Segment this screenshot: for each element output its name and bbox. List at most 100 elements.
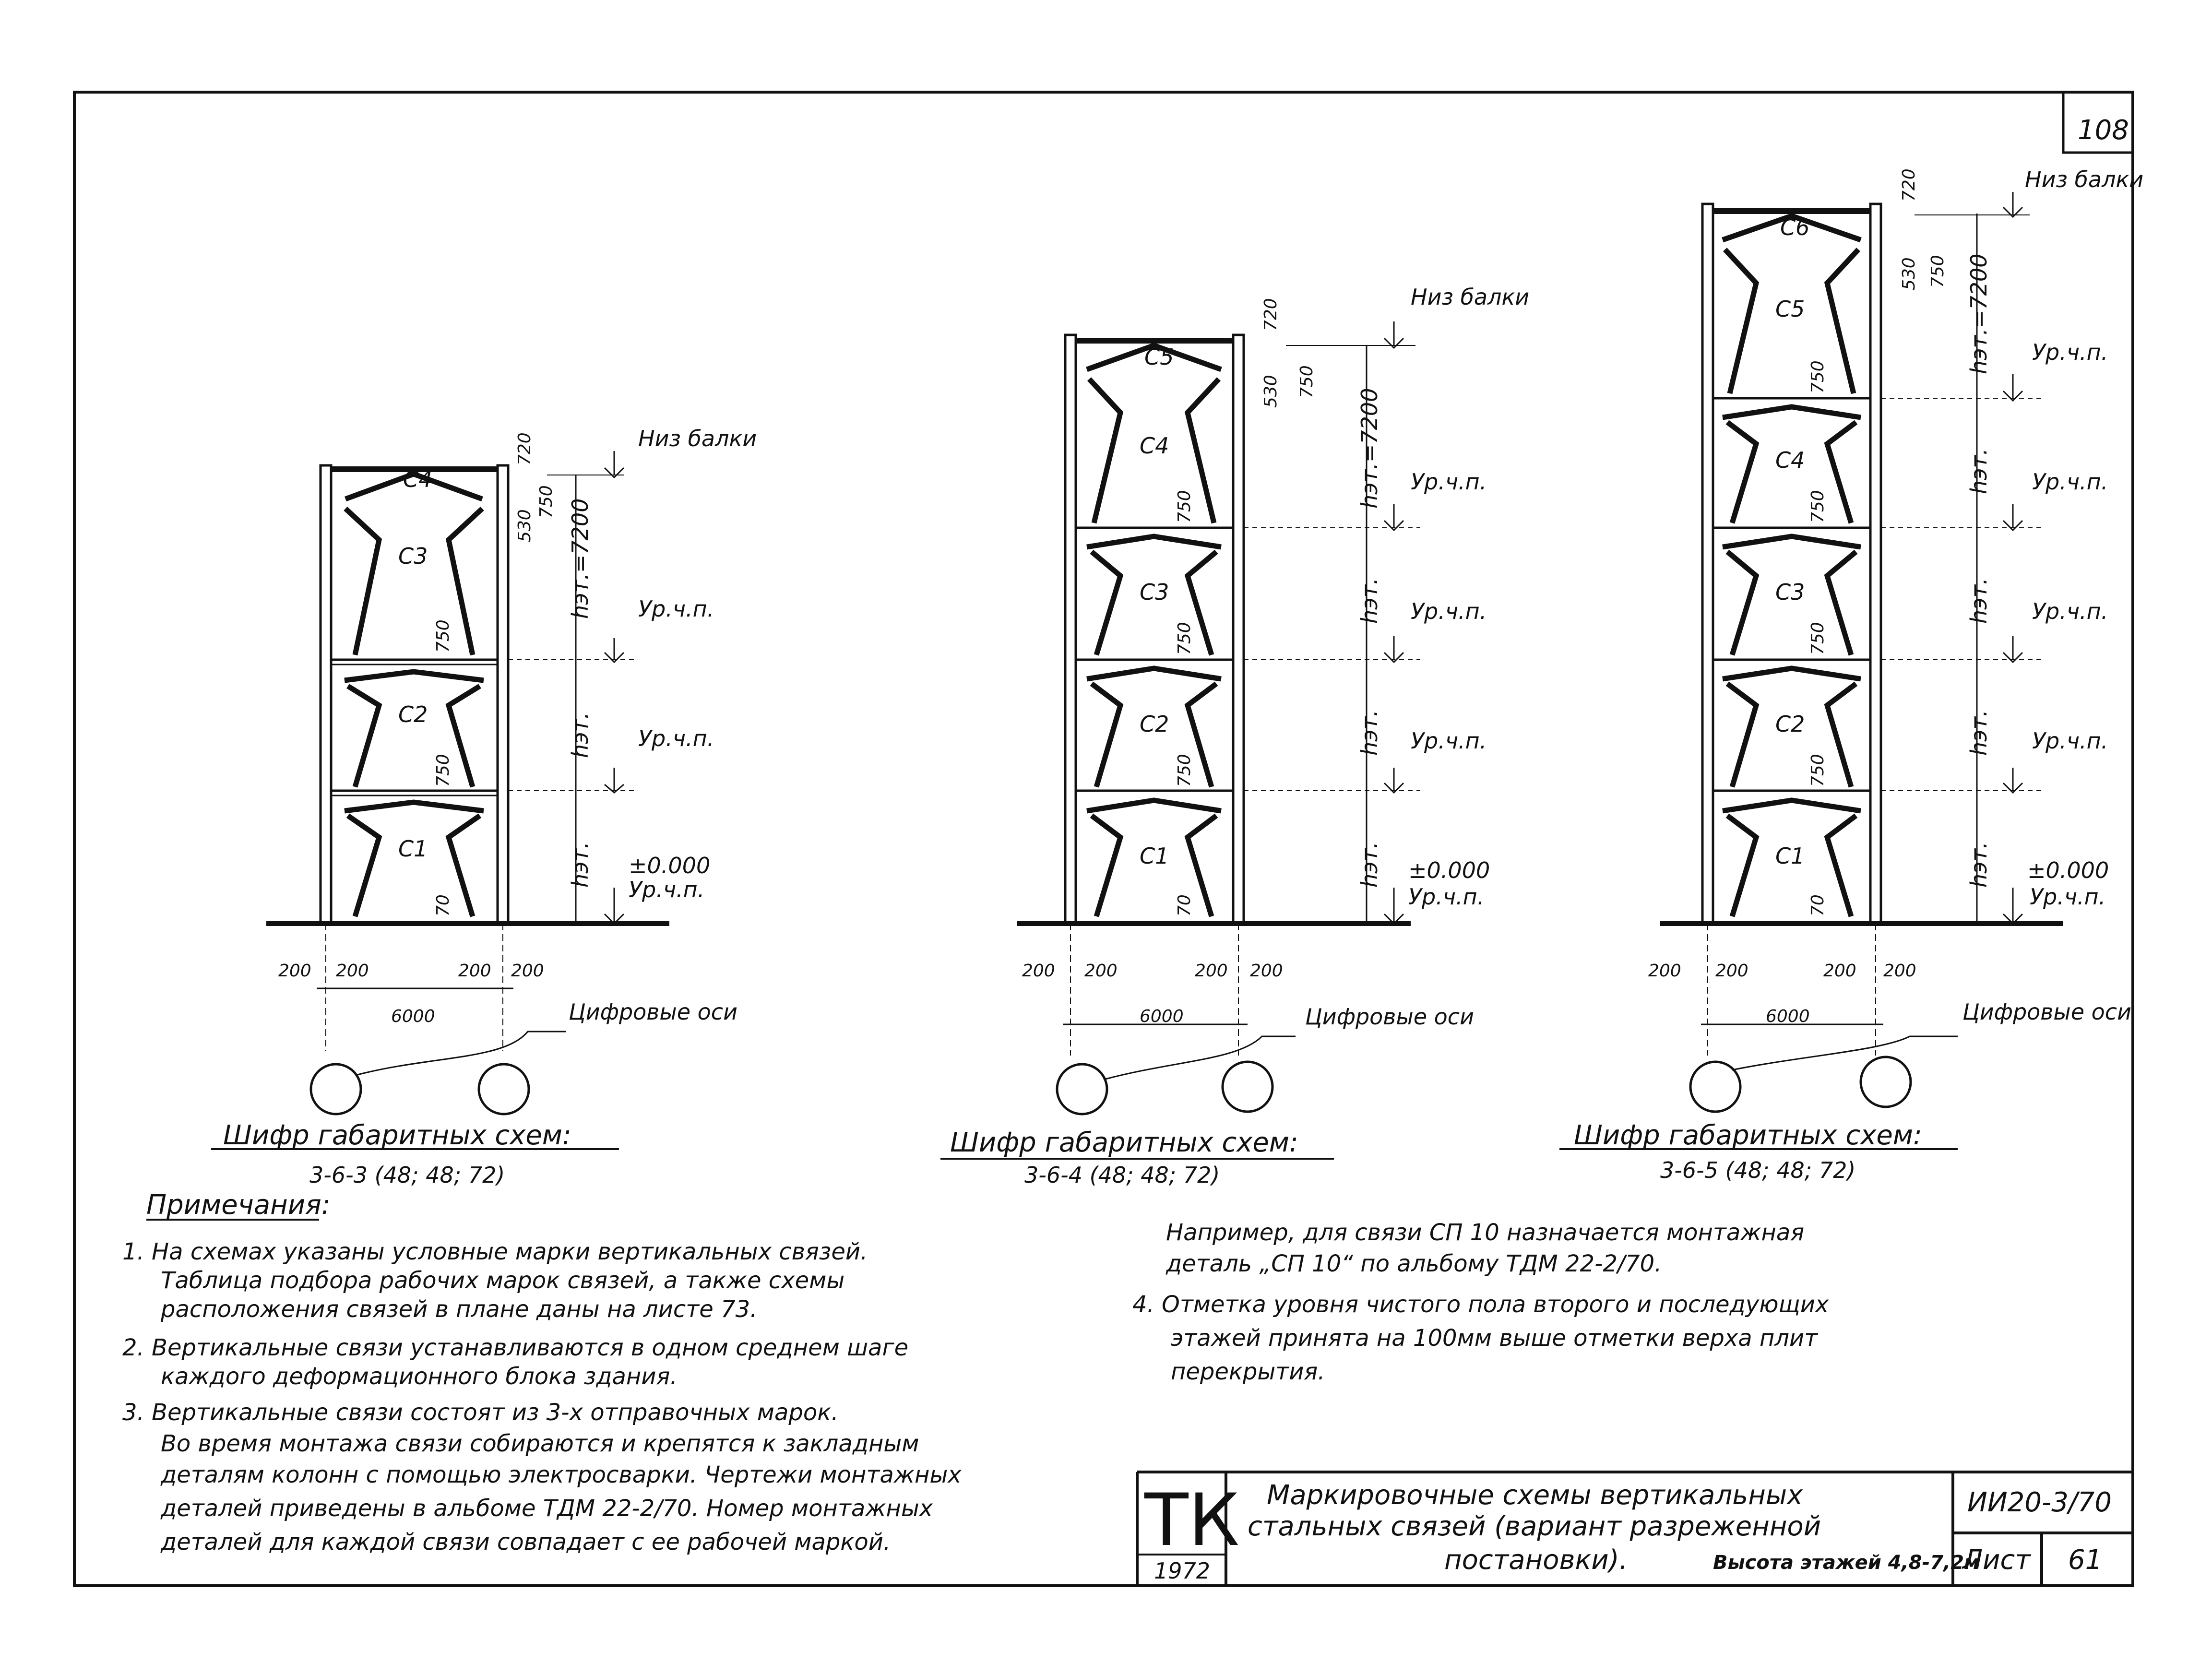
level-marker [604,638,625,664]
brace-c1 [1824,813,1858,917]
title-suffix: Высота этажей 4,8-7,2м [1713,1552,1980,1574]
brace-c4 [345,471,483,502]
level-marker [2002,504,2023,532]
level-label: Низ балки [2025,166,2143,192]
leader-line [357,1031,566,1076]
note-1-line: расположения связей в плане даны на лист… [160,1296,757,1323]
level-marker [604,888,625,925]
level-marker [1383,888,1404,925]
title-line: Маркировочные схемы вертикальных [1267,1480,1803,1511]
note-2-line: 2. Вертикальные связи устанавливаются в … [122,1334,908,1361]
dim-label: 200 [278,961,311,981]
dim-label: 200 [1022,961,1055,981]
brace-c1 [1184,813,1218,917]
brace-c3 [445,506,484,656]
level-marker [2002,374,2023,402]
brace-c3 [1086,534,1222,550]
brace-label: С1 [398,836,428,862]
level-label: Ур.ч.п. [629,877,704,902]
leader-line [1103,1035,1296,1080]
floor-height-label: hэт. [567,712,593,758]
dim-label: 200 [1715,961,1748,981]
dim-label: 530 [515,509,535,542]
brace-label: С3 [398,543,428,569]
publisher-logo: ТК [1144,1479,1239,1562]
column-right [496,464,510,925]
brace-c3 [1184,549,1218,656]
brace-label: С5 [1144,344,1174,370]
level-marker [2002,636,2023,664]
note-4-line: 4. Отметка уровня чистого пола второго и… [1132,1291,1829,1318]
floor-height-label: hэт.=7200 [567,499,593,619]
dim-label: 750 [536,485,556,518]
note-3-line: деталей приведены в альбоме ТДМ 22-2/70.… [160,1495,933,1522]
note-1-line: Таблица подбора рабочих марок связей, а … [161,1267,844,1294]
dim-label: 70 [433,894,453,916]
level-label: Ур.ч.п. [2032,469,2108,495]
level-label: Ур.ч.п. [2032,339,2108,365]
dim-label: 750 [1928,255,1948,288]
brace-c3 [1725,549,1760,656]
brace-c1 [1086,797,1222,814]
level-label: Низ балки [1411,284,1529,310]
level-marker [1383,504,1404,532]
brace-label: С3 [1775,579,1805,605]
axis-bubble [1221,1060,1274,1113]
dim-label: 200 [1250,961,1283,981]
dim-label: 200 [458,961,491,981]
dim-label: 6000 [391,1007,435,1026]
note-4-line: перекрытия. [1171,1358,1325,1385]
brace-c5 [1086,343,1222,372]
dim-label: 750 [1175,490,1194,523]
brace-c2 [1725,681,1760,788]
brace-c2 [1086,665,1222,682]
brace-label: С1 [1775,843,1805,869]
dim-label: 200 [1883,961,1916,981]
title-line: постановки). [1444,1544,1628,1576]
axis-bubble [309,1063,362,1116]
note-1-line: 1. На схемах указаны условные марки верт… [122,1238,868,1265]
code-heading: Шифр габаритных схем: [1574,1120,1922,1151]
level-label: Ур.ч.п. [1411,598,1487,624]
brace-label: С4 [1140,433,1169,459]
floor-height-label: hэт. [1966,578,1992,624]
dim-label: 750 [1808,754,1828,787]
brace-label: С2 [1140,711,1169,737]
brace-c2 [445,684,481,788]
sheet-number: 108 [2078,115,2129,146]
album-code: ИИ20-3/70 [1967,1487,2112,1518]
brace-c4 [1087,377,1124,524]
level-marker [1383,636,1404,664]
sheet-number-box [2062,92,2133,154]
level-marker [1383,768,1404,794]
brace-c3 [1722,534,1861,550]
axes-label: Цифровые оси [1962,999,2131,1025]
level-label: Ур.ч.п. [638,725,714,751]
dim-label: 6000 [1766,1007,1810,1026]
dim-label: 200 [511,961,544,981]
brace-c3 [1824,549,1858,656]
level-marker [2002,888,2023,925]
dim-label: 720 [1261,298,1281,331]
brace-c1 [445,813,482,917]
brace-label: С4 [403,466,432,492]
leader-line [1732,1035,1958,1071]
column-left [1064,333,1077,926]
level-marker [604,768,624,794]
column-left [1701,202,1714,925]
level-label: Ур.ч.п. [2032,598,2108,624]
note-3-line: деталям колонн с помощью электросварки. … [160,1461,962,1488]
brace-label: С6 [1780,214,1809,240]
floor-height-label: hэт. [1356,578,1382,624]
code-heading: Шифр габаритных схем: [223,1120,571,1151]
dim-label: 750 [1808,360,1828,393]
level-label: Низ балки [638,426,757,451]
dim-label: 750 [433,754,453,787]
note-3-line: деталей для каждой связи совпадает с ее … [160,1529,891,1555]
level-label: Ур.ч.п. [2032,728,2108,754]
brace-c1 [344,799,484,814]
floor-height-label: hэт. [567,842,593,888]
level-marker [2002,768,2023,794]
note-4-line: этажей принята на 100мм выше отметки вер… [1171,1325,1819,1352]
